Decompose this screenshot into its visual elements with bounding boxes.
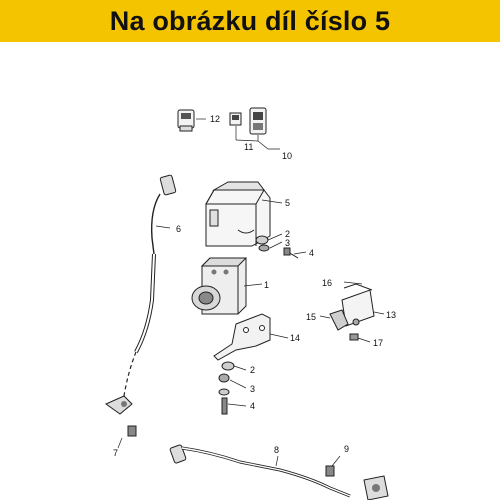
- part-13-bracket-cluster: [319, 281, 385, 343]
- callout-4-upper: 4: [309, 248, 314, 258]
- callout-labels: 12 11 10 5 6 2 3 4 1 16 13 15 14 17 2 3 …: [113, 114, 396, 458]
- part-12-connector: [177, 109, 206, 132]
- callout-8: 8: [274, 445, 279, 455]
- part-8-sensor-cable: [169, 444, 351, 498]
- title-banner: Na obrázku díl číslo 5: [0, 0, 500, 42]
- callout-3-lower: 3: [250, 384, 255, 394]
- callout-3-upper: 3: [285, 238, 290, 248]
- callout-13: 13: [386, 310, 396, 320]
- callout-9: 9: [344, 444, 349, 454]
- lower-fastener-set: [218, 361, 247, 415]
- callout-17: 17: [373, 338, 383, 348]
- part-5-cover: [205, 181, 283, 247]
- exploded-parts-diagram: 12 11 10 5 6 2 3 4 1 16 13 15 14 17 2 3 …: [104, 107, 396, 500]
- callout-7: 7: [113, 448, 118, 458]
- callout-16: 16: [322, 278, 332, 288]
- callout-5: 5: [285, 198, 290, 208]
- callout-10: 10: [282, 151, 292, 161]
- part-7-wheel-sensor: [104, 395, 137, 449]
- callout-2-upper: 2: [285, 229, 290, 239]
- part-11-relay: [229, 112, 242, 140]
- part-1-hydraulic-unit: [191, 257, 263, 315]
- callout-14: 14: [290, 333, 300, 343]
- part-10-relay-block: [235, 107, 280, 150]
- callout-1: 1: [264, 280, 269, 290]
- upper-fastener-set: [255, 233, 307, 259]
- callout-4-lower: 4: [250, 401, 255, 411]
- part-9-sensor: [325, 455, 389, 500]
- callout-6: 6: [176, 224, 181, 234]
- part-14-bracket: [213, 313, 289, 361]
- banner-title: Na obrázku díl číslo 5: [109, 5, 391, 36]
- callout-11: 11: [244, 142, 253, 152]
- callout-2-lower: 2: [250, 365, 255, 375]
- callout-15: 15: [306, 312, 316, 322]
- part-6-brake-hose: [123, 174, 177, 397]
- callout-12: 12: [210, 114, 220, 124]
